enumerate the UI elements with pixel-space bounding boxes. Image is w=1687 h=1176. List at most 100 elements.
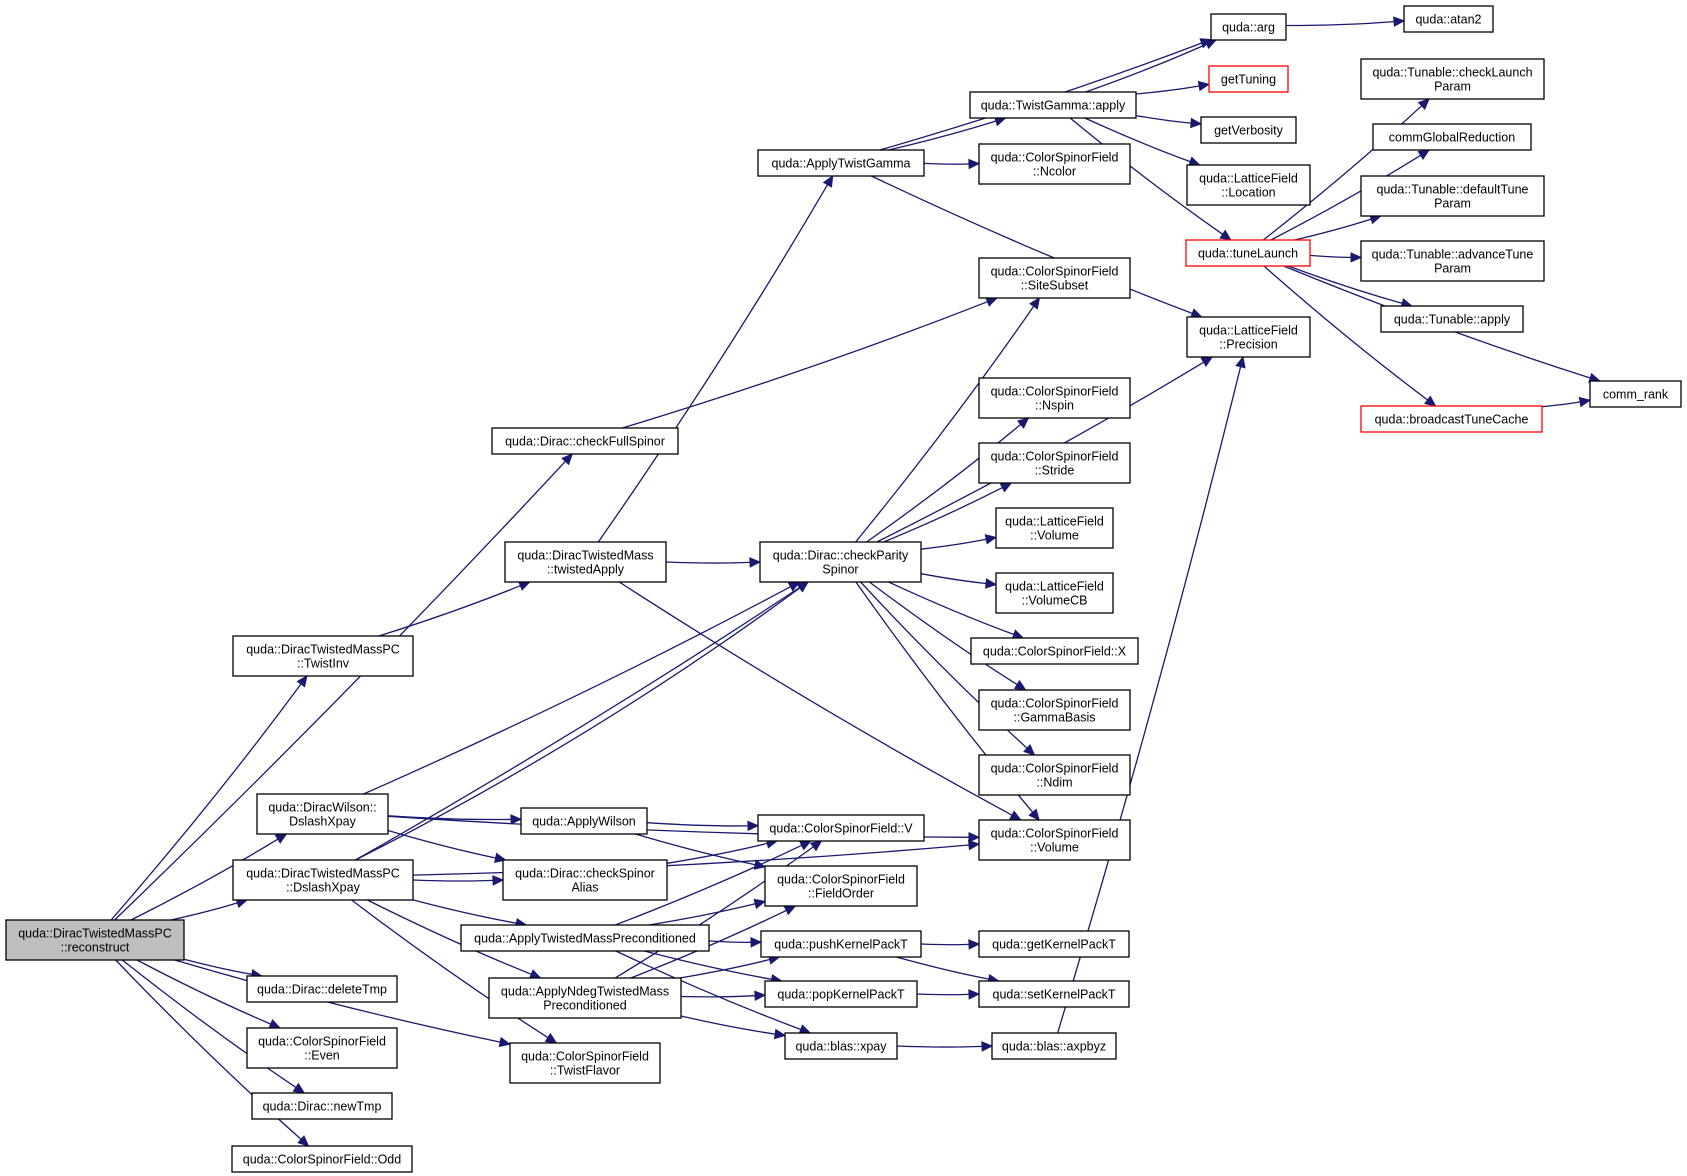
node-odd[interactable]: quda::ColorSpinorField::Odd [231, 1145, 413, 1173]
node-label: quda::Dirac::checkParity [773, 549, 909, 563]
node-location[interactable]: quda::LatticeField::Location [1186, 164, 1311, 206]
node-box [1210, 13, 1287, 41]
node-get-kernel-pack-t[interactable]: quda::getKernelPackT [978, 930, 1130, 958]
node-label: quda::DiracTwistedMass [517, 549, 653, 563]
node-new-tmp[interactable]: quda::Dirac::newTmp [251, 1092, 393, 1120]
edge-twist-gamma-apply-to-get-tuning [1135, 80, 1211, 95]
node-label: ::SiteSubset [1021, 279, 1089, 293]
node-ndim[interactable]: quda::ColorSpinorField::Ndim [978, 754, 1131, 796]
node-box [502, 859, 668, 901]
edge-apply-twist-gamma-to-ncolor [923, 158, 981, 170]
node-axpbyz[interactable]: quda::blas::axpbyz [991, 1032, 1117, 1060]
arrowhead [747, 820, 760, 832]
arrowhead [750, 937, 763, 948]
node-label: quda::ColorSpinorField [991, 151, 1119, 165]
arrowhead [968, 158, 981, 170]
node-apply-twist-gamma[interactable]: quda::ApplyTwistGamma [757, 149, 925, 177]
node-box [1380, 305, 1524, 333]
node-box [1186, 164, 1311, 206]
node-tune-launch[interactable]: quda::tuneLaunch [1185, 239, 1311, 267]
node-label: Spinor [822, 563, 858, 577]
node-ncolor[interactable]: quda::ColorSpinorField::Ncolor [978, 143, 1131, 185]
node-apply-wilson[interactable]: quda::ApplyWilson [520, 807, 648, 835]
node-apply-tmpc[interactable]: quda::ApplyTwistedMassPreconditioned [460, 924, 710, 952]
arrowhead [492, 875, 505, 886]
node-label: quda::atan2 [1415, 13, 1481, 27]
node-label: ::Location [1221, 186, 1275, 200]
edge-check-parity-spinor-to-nspin [866, 417, 1030, 543]
node-xpay[interactable]: quda::blas::xpay [784, 1032, 898, 1060]
node-label: quda::Tunable::checkLaunch [1372, 66, 1532, 80]
node-label: commGlobalReduction [1389, 131, 1515, 145]
node-label: quda::Tunable::apply [1394, 313, 1511, 327]
node-box [760, 930, 922, 958]
arrowhead [968, 939, 981, 950]
node-nspin[interactable]: quda::ColorSpinorField::Nspin [978, 377, 1131, 419]
node-lf-volume[interactable]: quda::LatticeField::Volume [995, 507, 1114, 549]
node-box [460, 924, 710, 952]
node-csf-volume[interactable]: quda::ColorSpinorField::Volume [978, 819, 1131, 861]
node-csf-x[interactable]: quda::ColorSpinorField::X [970, 637, 1139, 665]
arrowhead [1235, 355, 1246, 369]
arrowhead [1013, 679, 1027, 691]
node-check-full-spinor[interactable]: quda::Dirac::checkFullSpinor [491, 427, 679, 455]
node-even[interactable]: quda::ColorSpinorField::Even [246, 1027, 398, 1069]
node-label: quda::blas::xpay [795, 1040, 887, 1054]
edge-push-kernel-pack-t-to-set-kernel-pack-t [896, 956, 1000, 985]
edge-tune-launch-to-broadcast-tune-cache [1263, 265, 1437, 407]
arrowhead [1219, 229, 1232, 241]
arrowhead [968, 832, 981, 843]
node-box [5, 919, 185, 961]
node-box [978, 980, 1130, 1008]
node-twisted-apply[interactable]: quda::DiracTwistedMass::twistedApply [504, 541, 667, 583]
arrowhead [981, 1041, 994, 1052]
arrowhead [268, 1018, 282, 1029]
node-twist-gamma-apply[interactable]: quda::TwistGamma::apply [969, 91, 1137, 119]
node-site-subset[interactable]: quda::ColorSpinorField::SiteSubset [978, 257, 1131, 299]
node-label: quda::ColorSpinorField [991, 762, 1119, 776]
node-atan2[interactable]: quda::atan2 [1403, 5, 1494, 33]
node-broadcast-tune-cache[interactable]: quda::broadcastTuneCache [1360, 405, 1543, 433]
edge-twisted-apply-to-check-parity-spinor [665, 557, 762, 568]
node-get-verbosity[interactable]: getVerbosity [1200, 116, 1297, 144]
node-set-kernel-pack-t[interactable]: quda::setKernelPackT [978, 980, 1130, 1008]
node-delete-tmp[interactable]: quda::Dirac::deleteTmp [246, 975, 398, 1003]
arrowhead [1008, 810, 1022, 821]
arrowhead [528, 969, 542, 979]
node-label: ::Precision [1219, 338, 1277, 352]
node-label: ::VolumeCB [1021, 594, 1087, 608]
edge-tmpcdslash-xpay-to-twist-flavor [351, 899, 558, 1044]
node-pop-kernel-pack-t[interactable]: quda::popKernelPackT [764, 980, 918, 1008]
node-field-order[interactable]: quda::ColorSpinorField::FieldOrder [764, 865, 918, 907]
node-stride[interactable]: quda::ColorSpinorField::Stride [978, 442, 1131, 484]
node-twist-inv[interactable]: quda::DiracTwistedMassPC::TwistInv [232, 635, 414, 677]
node-box [509, 1042, 661, 1084]
node-label: quda::Tunable::defaultTune [1377, 183, 1529, 197]
node-push-kernel-pack-t[interactable]: quda::pushKernelPackT [760, 930, 922, 958]
node-tunable-apply[interactable]: quda::Tunable::apply [1380, 305, 1524, 333]
node-arg[interactable]: quda::arg [1210, 13, 1287, 41]
arrowhead [498, 1036, 512, 1048]
node-comm-rank[interactable]: comm_rank [1589, 380, 1682, 408]
arrowhead [773, 1028, 787, 1040]
node-wilson-dslash-xpay[interactable]: quda::DiracWilson::DslashXpay [256, 793, 389, 835]
node-gamma-basis[interactable]: quda::ColorSpinorField::GammaBasis [978, 689, 1131, 731]
node-volume-cb[interactable]: quda::LatticeField::VolumeCB [995, 572, 1114, 614]
node-csf-v[interactable]: quda::ColorSpinorField::V [757, 814, 925, 842]
node-precision[interactable]: quda::LatticeField::Precision [1186, 316, 1311, 358]
node-tmpcdslash-xpay[interactable]: quda::DiracTwistedMassPC::DslashXpay [232, 859, 414, 901]
node-twist-flavor[interactable]: quda::ColorSpinorField::TwistFlavor [509, 1042, 661, 1084]
node-label: ::Even [304, 1049, 339, 1063]
node-box [232, 635, 414, 677]
node-box [232, 859, 414, 901]
node-label: ::Stride [1035, 464, 1075, 478]
node-label: getTuning [1221, 73, 1276, 87]
node-get-tuning[interactable]: getTuning [1208, 65, 1289, 93]
node-comm-global-reduction[interactable]: commGlobalReduction [1372, 123, 1532, 151]
